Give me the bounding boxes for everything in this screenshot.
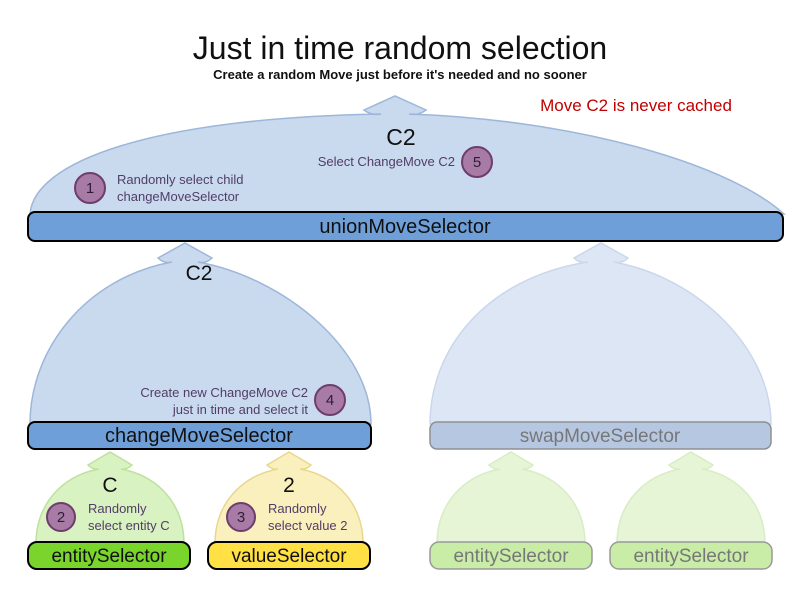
change-move-label: C2: [186, 262, 213, 285]
change-selector-group: C2 Create new ChangeMove C2 just in time…: [27, 242, 372, 450]
entity-faded-right-funnel-shape: [616, 451, 766, 545]
entity-selector-faded-right-bar: [609, 541, 773, 570]
step-5-number: 5: [473, 154, 481, 171]
swap-selector-group: swapMoveSelector: [429, 242, 772, 450]
swap-move-selector-bar: [429, 421, 772, 450]
step-1-text-line2: changeMoveSelector: [117, 189, 240, 204]
change-funnel-shape: [29, 242, 372, 425]
value-selector-label: valueSelector: [231, 546, 347, 567]
union-funnel-shape: [29, 95, 786, 215]
swap-move-selector-label: swapMoveSelector: [520, 426, 681, 447]
union-selector-group: C2 Select ChangeMove C2 5 1 Randomly sel…: [27, 95, 786, 242]
entity-selector-faded-left-label: entitySelector: [453, 546, 569, 567]
step-2-text-line1: Randomly: [88, 501, 147, 516]
step-3-text-line1: Randomly: [268, 501, 327, 516]
page-title: Just in time random selection: [193, 30, 607, 66]
entity-selector-label: entitySelector: [51, 546, 167, 567]
step-1-number: 1: [86, 180, 94, 197]
entity-selector-group: C 2 Randomly select entity C entitySelec…: [27, 451, 191, 570]
page-subtitle: Create a random Move just before it's ne…: [213, 67, 587, 82]
step-2-badge: [46, 502, 76, 532]
union-move-selector-label: unionMoveSelector: [319, 216, 491, 238]
step-4-text-line2: just in time and select it: [172, 402, 309, 417]
union-move-label: C2: [386, 124, 415, 150]
step-3-badge: [226, 502, 256, 532]
step-4-text-line1: Create new ChangeMove C2: [140, 385, 308, 400]
step-1-text-line1: Randomly select child: [117, 172, 243, 187]
step-2-text-line2: select entity C: [88, 518, 170, 533]
entity-selector-bar: [27, 541, 191, 570]
step-3-number: 3: [237, 509, 245, 526]
step-4-badge: [314, 384, 346, 416]
entity-move-label: C: [102, 474, 117, 497]
value-selector-group: 2 3 Randomly select value 2 valueSelecto…: [207, 451, 371, 570]
swap-funnel-shape: [429, 242, 772, 425]
union-move-selector-bar: [27, 211, 784, 242]
change-move-selector-label: changeMoveSelector: [105, 425, 293, 447]
change-move-selector-bar: [27, 421, 372, 450]
entity-faded-left-funnel-shape: [436, 451, 586, 545]
step-4-number: 4: [326, 392, 334, 409]
step-3-text-line2: select value 2: [268, 518, 348, 533]
step-2-number: 2: [57, 509, 65, 526]
value-move-label: 2: [283, 474, 295, 497]
entity-selector-faded-left-bar: [429, 541, 593, 570]
step-5-text: Select ChangeMove C2: [318, 154, 455, 169]
step-1-badge: [74, 172, 106, 204]
entity-selector-faded-right-group: entitySelector: [609, 451, 773, 570]
value-selector-bar: [207, 541, 371, 570]
never-cached-note: Move C2 is never cached: [540, 96, 732, 115]
entity-selector-faded-right-label: entitySelector: [633, 546, 749, 567]
entity-selector-faded-left-group: entitySelector: [429, 451, 593, 570]
step-5-badge: [461, 146, 493, 178]
